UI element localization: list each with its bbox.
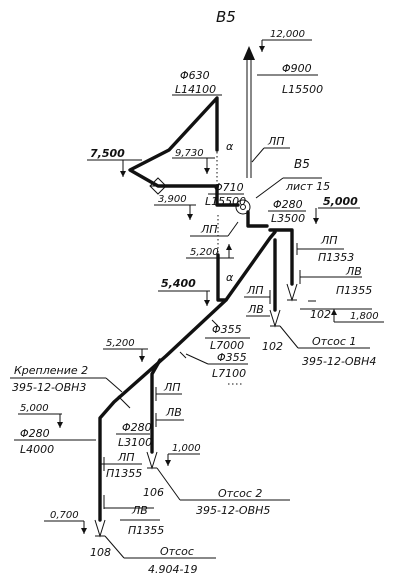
elevation-5000-right: 5,000 [323,195,358,208]
node-102-right: 102 [310,308,331,321]
duct-d355-low [98,298,228,522]
fan-unit-icon [235,199,251,215]
callout-otsos1-doc: 395-12-ОВН4 [302,355,376,368]
duct-branch-106 [150,358,162,454]
duct-d355-low-dia: Φ355 [217,351,247,364]
duct-d280-low-len: L4000 [20,443,54,456]
label-lp-fan: ЛП [200,223,218,236]
valve-icon [149,177,167,195]
alpha-mark-upper: α [226,140,234,153]
duct-d630 [128,96,219,188]
label-lp-108: ЛП [117,451,135,464]
duct-d280-upper-len: L3500 [271,212,305,225]
elevation-5000-left: 5,000 [20,403,49,414]
label-lp-riser: ЛП [267,135,285,148]
label-p1355-108: П1355 [106,467,142,480]
label-lp-right: ЛП [320,234,338,247]
elevation-9730: 9,730 [175,148,204,159]
label-lv-106: ЛВ [165,406,182,419]
label-p1355-right: П1355 [336,284,372,297]
label-lp-106: ЛП [163,381,181,394]
callout-otsos1: Отсос 1 [312,335,356,348]
elevation-1000: 1,000 [172,443,201,454]
up-arrow-icon [243,46,255,60]
duct-d710-bend [215,184,240,207]
duct-d710-dia: Φ710 [214,181,244,194]
duct-d900-len: L15500 [282,83,323,96]
label-lp-102: ЛП [246,284,264,297]
label-lv-108: ЛВ [131,504,148,517]
elevation-5200-left: 5,200 [106,338,135,349]
elevation-5200-mid: 5,200 [190,247,219,258]
duct-d900-dia: Φ900 [282,62,312,75]
callout-otsos2-doc: 395-12-ОВН5 [196,504,270,517]
duct-d355-mid-len: L7000 [210,339,244,352]
label-p1355-lower: П1355 [128,524,164,537]
duct-d630-len: L14100 [175,83,216,96]
node-106: 106 [143,486,164,499]
label-p1353: П1353 [318,251,354,264]
duct-d280-right [268,228,294,286]
elevation-7500: 7,500 [90,147,125,160]
ref-sheet-15: лист 15 [285,180,330,193]
duct-d710-len: L15500 [205,195,246,208]
scheme-title: В5 [216,8,236,26]
elevation-0700: 0,700 [50,510,79,521]
callout-krep: Крепление 2 [14,364,88,377]
label-lv-right: ЛВ [345,265,362,278]
callout-krep-doc: 395-12-ОВН3 [12,381,86,394]
duct-d280-upper-dia: Φ280 [273,198,303,211]
ref-v5: В5 [294,157,310,171]
callout-otsos3-doc: 4.904-19 [148,563,197,576]
elevation-arrow-icon [259,46,265,52]
alpha-mark-lower: α [226,271,234,284]
elevation-3900: 3,900 [158,194,187,205]
elevation-1800: 1,800 [350,311,379,322]
duct-d630-dia: Φ630 [180,69,210,82]
elevation-12000: 12,000 [270,29,305,40]
duct-d280-low-dia: Φ280 [20,427,50,440]
label-lv-102: ЛВ [247,303,264,316]
callout-otsos2: Отсос 2 [218,487,262,500]
duct-d280-mid-len: L3100 [118,436,152,449]
node-102-left: 102 [262,340,283,353]
duct-d355-low-len: L7100 [212,367,246,380]
node-108: 108 [90,546,111,559]
duct-d355-mid-dia: Φ355 [212,323,242,336]
callout-otsos3: Отсос [160,545,194,558]
duct-d280-mid-dia: Φ280 [122,421,152,434]
elevation-5400: 5,400 [161,277,196,290]
